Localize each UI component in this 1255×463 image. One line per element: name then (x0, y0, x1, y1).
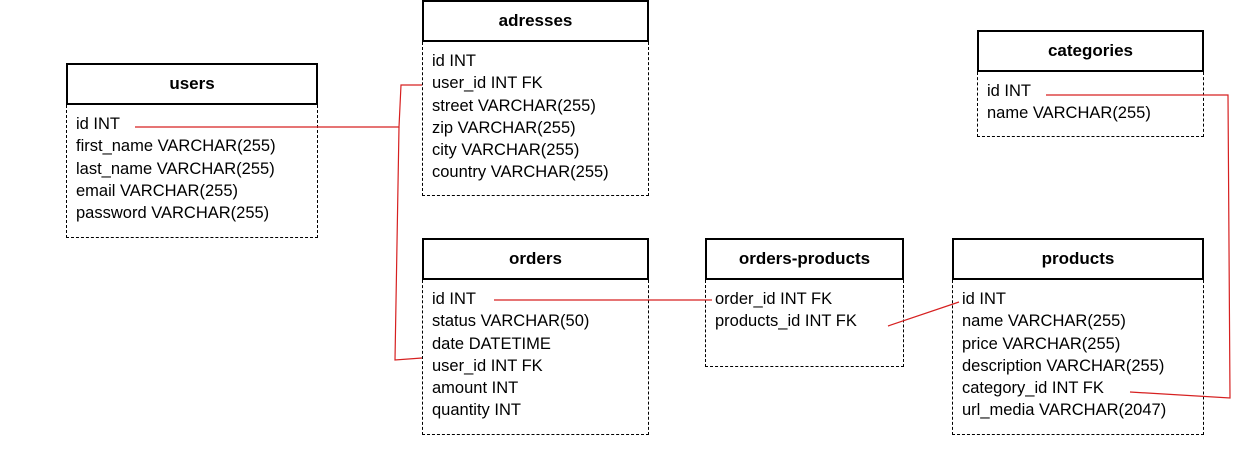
entity-orders: orders id INT status VARCHAR(50) date DA… (422, 238, 649, 435)
field-id: id INT (432, 52, 477, 70)
entity-adresses: adresses id INT user_id INT FK street VA… (422, 0, 649, 196)
field-name: name VARCHAR(255) (962, 312, 1126, 331)
field-user-id: user_id INT FK (432, 356, 543, 375)
field-first-name: first_name VARCHAR(255) (76, 137, 276, 156)
entity-fields: id INT name VARCHAR(255) (977, 72, 1204, 137)
entity-users: users id INT first_name VARCHAR(255) las… (66, 63, 318, 238)
field-name: name VARCHAR(255) (987, 104, 1151, 123)
entity-fields: id INT first_name VARCHAR(255) last_name… (66, 105, 318, 238)
field-category-id: category_id INT FK (962, 379, 1104, 398)
field-zip: zip VARCHAR(255) (432, 118, 576, 137)
entity-orders-products: orders-products order_id INT FK products… (705, 238, 904, 367)
field-country: country VARCHAR(255) (432, 163, 609, 182)
field-id: id INT (76, 115, 121, 133)
field-id: id INT (962, 290, 1007, 308)
entity-fields: id INT status VARCHAR(50) date DATETIME … (422, 280, 649, 435)
field-description: description VARCHAR(255) (962, 356, 1165, 375)
entity-header: orders-products (705, 238, 904, 280)
relation-users-orders (394, 126, 423, 361)
field-city: city VARCHAR(255) (432, 141, 580, 160)
entity-categories: categories id INT name VARCHAR(255) (977, 30, 1204, 137)
field-id: id INT (432, 290, 477, 308)
field-amount: amount INT (432, 379, 519, 398)
entity-fields: id INT name VARCHAR(255) price VARCHAR(2… (952, 280, 1204, 435)
entity-title: users (169, 74, 215, 93)
entity-title: orders-products (738, 249, 871, 268)
entity-header: users (66, 63, 318, 105)
entity-title: adresses (498, 11, 573, 30)
entity-header: categories (977, 30, 1204, 72)
field-url-media: url_media VARCHAR(2047) (962, 401, 1167, 420)
field-products-id: products_id INT FK (715, 312, 857, 331)
entity-products: products id INT name VARCHAR(255) price … (952, 238, 1204, 435)
field-date: date DATETIME (432, 334, 551, 353)
field-status: status VARCHAR(50) (432, 312, 590, 331)
field-last-name: last_name VARCHAR(255) (76, 159, 275, 178)
field-user-id: user_id INT FK (432, 74, 543, 93)
entity-title: categories (1047, 41, 1134, 60)
entity-header: products (952, 238, 1204, 280)
entity-header: orders (422, 238, 649, 280)
field-quantity: quantity INT (432, 401, 521, 420)
field-email: email VARCHAR(255) (76, 181, 238, 200)
entity-header: adresses (422, 0, 649, 42)
field-street: street VARCHAR(255) (432, 96, 596, 115)
entity-fields: order_id INT FK products_id INT FK (705, 280, 904, 367)
entity-fields: id INT user_id INT FK street VARCHAR(255… (422, 42, 649, 196)
field-order-id: order_id INT FK (715, 290, 833, 308)
field-price: price VARCHAR(255) (962, 334, 1121, 353)
entity-title: orders (509, 249, 562, 268)
entity-title: products (1041, 249, 1115, 268)
field-password: password VARCHAR(255) (76, 204, 270, 223)
field-id: id INT (987, 82, 1032, 100)
